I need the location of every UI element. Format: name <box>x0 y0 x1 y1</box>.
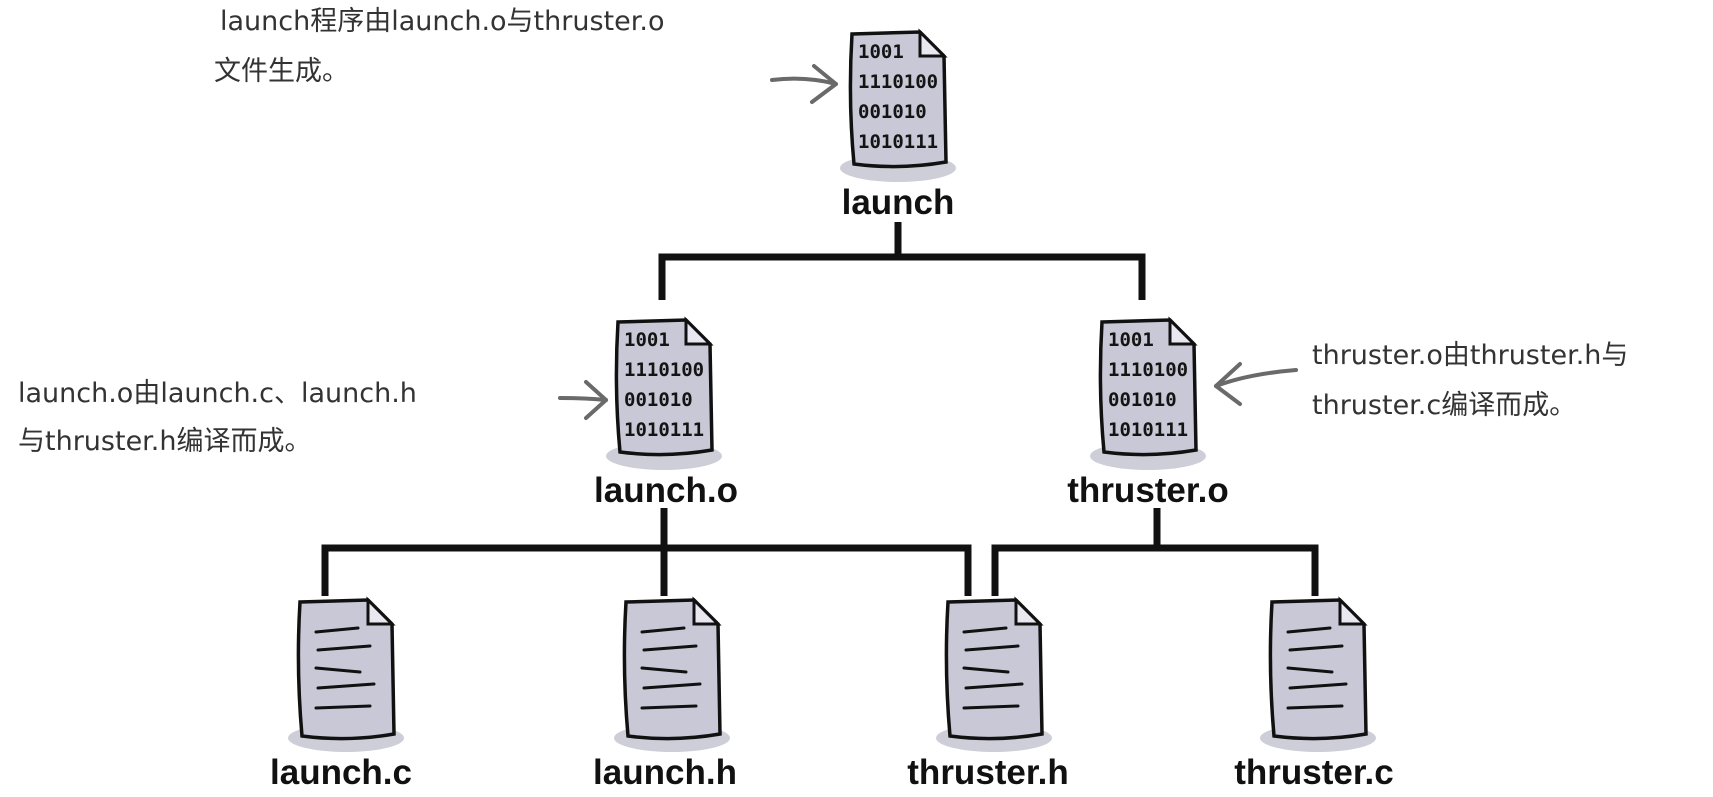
annotation-line: 与thruster.h编译而成。 <box>18 426 312 457</box>
node-label-launch-h: launch.h <box>593 753 737 792</box>
annotation-line: 文件生成。 <box>214 56 349 87</box>
thruster-c-source-icon <box>1260 596 1376 752</box>
binary-line: 001010 <box>1108 389 1177 411</box>
thruster-h-source-icon <box>936 596 1052 752</box>
annotation-line: launch程序由launch.o与thruster.o <box>220 6 664 37</box>
binary-line: 1110100 <box>624 359 704 381</box>
binary-line: 1001 <box>624 329 670 351</box>
annotation-line: thruster.c编译而成。 <box>1312 390 1576 421</box>
annotation-line: thruster.o由thruster.h与 <box>1312 340 1628 371</box>
annotation-line: launch.o由launch.c、launch.h <box>18 378 417 409</box>
binary-line: 1010111 <box>624 419 704 441</box>
binary-line: 1010111 <box>858 131 938 153</box>
connector-launch-o <box>321 508 972 596</box>
annotation-launch-o: launch.o由launch.c、launch.h 与thruster.h编译… <box>18 378 417 457</box>
node-label-thruster-h: thruster.h <box>907 753 1068 792</box>
connector-launch <box>658 222 1146 300</box>
arrow-icon <box>770 64 838 104</box>
launch-binary-icon: 1001 1110100 001010 1010111 <box>840 28 956 182</box>
binary-line: 1001 <box>858 41 904 63</box>
thruster-o-binary-icon: 1001 1110100 001010 1010111 <box>1090 316 1206 470</box>
tree-connectors <box>321 222 1319 596</box>
node-label-thruster-o: thruster.o <box>1067 471 1228 510</box>
binary-line: 001010 <box>858 101 927 123</box>
annotation-launch: launch程序由launch.o与thruster.o 文件生成。 <box>214 6 664 87</box>
binary-line: 1110100 <box>1108 359 1188 381</box>
launch-h-source-icon <box>614 596 730 752</box>
binary-line: 1001 <box>1108 329 1154 351</box>
binary-line: 001010 <box>624 389 693 411</box>
node-label-launch: launch <box>842 183 955 222</box>
binary-line: 1010111 <box>1108 419 1188 441</box>
binary-line: 1110100 <box>858 71 938 93</box>
arrow-icon <box>1214 362 1298 406</box>
node-label-launch-c: launch.c <box>270 753 412 792</box>
node-label-thruster-c: thruster.c <box>1234 753 1394 792</box>
launch-o-binary-icon: 1001 1110100 001010 1010111 <box>606 316 722 470</box>
arrow-icon <box>558 380 608 420</box>
connector-thruster-o <box>991 508 1319 596</box>
node-label-launch-o: launch.o <box>594 471 738 510</box>
annotation-thruster-o: thruster.o由thruster.h与 thruster.c编译而成。 <box>1312 340 1628 421</box>
launch-c-source-icon <box>288 596 404 752</box>
